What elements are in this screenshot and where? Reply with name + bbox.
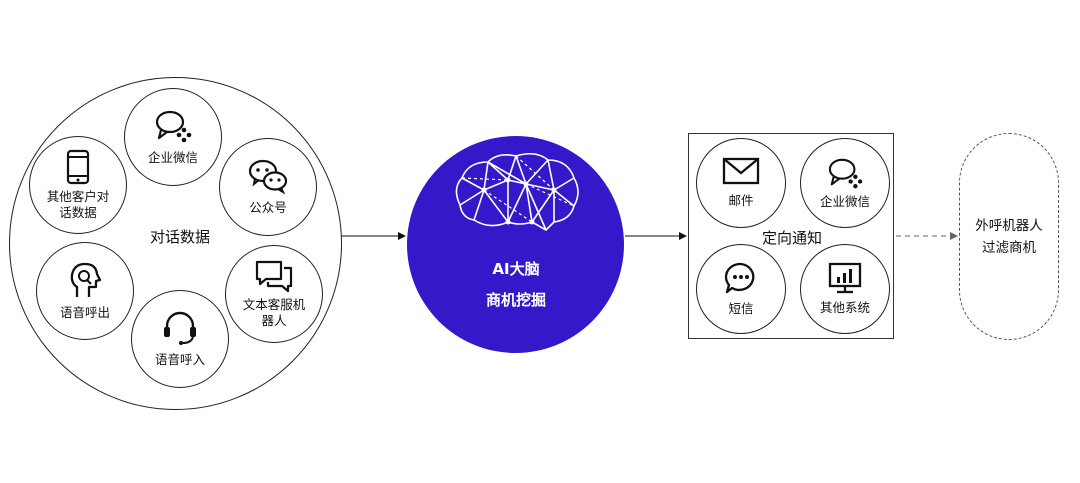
headset-icon (164, 311, 196, 345)
channel-label: 企业微信 (147, 150, 198, 165)
channel-label: 其他客户对话数据 (46, 189, 110, 220)
chat-bubbles-icon (255, 260, 293, 293)
notify-email[interactable]: 邮件 (696, 138, 786, 228)
brain-network-icon (455, 152, 579, 231)
ai-brain-circle (407, 136, 624, 353)
wechat-icon (248, 159, 288, 194)
notify-label: 其他系统 (819, 300, 870, 315)
notify-sms[interactable]: 短信 (696, 244, 786, 334)
channel-text-bot[interactable]: 文本客服机器人 (225, 245, 323, 343)
sms-bubble-icon (724, 262, 755, 294)
channel-label: 语音呼出 (59, 305, 110, 320)
channel-label: 文本客服机器人 (242, 297, 306, 328)
notify-wecom[interactable]: 企业微信 (800, 138, 890, 228)
brain-title: AI大脑 (492, 260, 540, 278)
channel-other-data[interactable]: 其他客户对话数据 (29, 136, 127, 234)
mobile-phone-icon (66, 149, 90, 185)
dialog-data-title: 对话数据 (149, 228, 210, 246)
channel-voice-outbound[interactable]: 语音呼出 (36, 242, 134, 340)
brain-subtitle: 商机挖掘 (485, 291, 546, 309)
outbound-robot-pill: 外呼机器人 过滤商机 (959, 133, 1059, 340)
notify-label: 企业微信 (819, 194, 870, 209)
envelope-icon (722, 157, 760, 185)
notify-label: 短信 (728, 301, 754, 316)
channel-label: 公众号 (249, 200, 287, 215)
outbound-line2: 过滤商机 (982, 239, 1036, 256)
channel-wecom[interactable]: 企业微信 (124, 88, 222, 186)
notify-other-system[interactable]: 其他系统 (800, 244, 890, 334)
head-profile-icon (70, 262, 102, 297)
notify-title: 定向通知 (746, 227, 838, 248)
channel-label: 语音呼入 (154, 352, 205, 367)
notify-label: 邮件 (728, 193, 754, 208)
wecom-chat-icon (828, 158, 863, 189)
channel-official-account[interactable]: 公众号 (219, 138, 317, 236)
outbound-line1: 外呼机器人 (975, 217, 1043, 234)
wecom-chat-icon (155, 110, 192, 143)
channel-voice-inbound[interactable]: 语音呼入 (131, 290, 229, 388)
monitor-chart-icon (828, 262, 862, 294)
